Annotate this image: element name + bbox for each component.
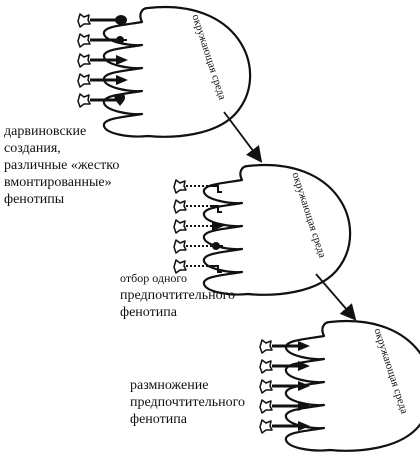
environment-label: окружающая среда [371,327,410,415]
creature [173,259,222,274]
creature [77,53,128,68]
heart-tip-icon [114,93,126,106]
caption-line: дарвиновские [4,124,87,139]
caption-darwinian-creatures: дарвиновские создания, различные «жестко… [4,123,119,208]
caption-line: предпочтительного [130,395,246,410]
arrow-tip-icon [298,421,310,431]
arrow-tip-icon [298,381,310,391]
creature [259,339,310,354]
caption-line: отбор одного [120,271,187,285]
hook-tip-icon [212,205,222,213]
caption-line: фенотипы [4,192,65,207]
hook-tip-icon [212,265,222,273]
creature [259,379,310,394]
stage-1: окружающая среда [77,5,252,138]
creature [259,419,310,434]
creature [77,13,127,28]
stage-arrow [315,273,357,321]
creature [77,93,126,108]
caption-line: вмонтированные» [4,175,112,190]
caption-selection: отбор одного предпочтительного фенотипа [120,270,235,321]
creature [259,399,310,414]
creature [173,239,223,254]
creature [173,219,224,234]
arrow-tip-icon [298,401,310,411]
caption-line: размножение [130,378,209,393]
stage-arrow [223,111,263,163]
caption-reproduction: размножение предпочтительного фенотипа [130,377,245,428]
arrow-tip-icon [212,221,224,231]
arrow-tip-icon [298,341,310,351]
creature [77,33,127,48]
caption-line: предпочтительного [120,288,236,303]
caption-line: создания, [4,141,61,156]
environment-label: окружающая среда [189,13,228,101]
hook-tip-icon [212,185,222,193]
stage-3: окружающая среда [259,319,420,452]
blob-tip-icon [115,15,127,25]
arrow-tip-icon [116,55,128,65]
environment-label: окружающая среда [289,171,328,259]
caption-line: различные «жестко [4,158,120,173]
creature [77,73,128,88]
triangle-tip-icon [116,75,128,85]
creature [173,199,222,214]
creature [259,359,310,374]
caption-line: фенотипа [130,412,187,427]
creature [173,179,222,194]
arrow-tip-icon [298,361,310,371]
caption-line: фенотипа [120,305,177,320]
